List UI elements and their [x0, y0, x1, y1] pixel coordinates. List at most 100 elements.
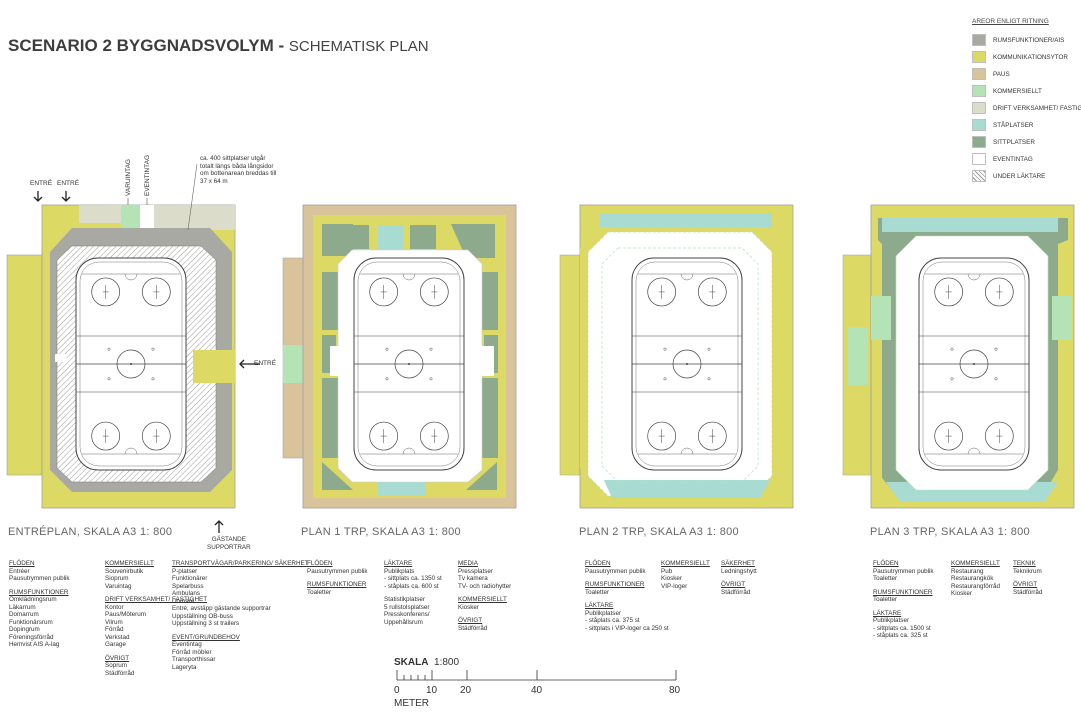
seat-note-line: totalt längs båda långsidor: [200, 162, 274, 170]
notes-line: - ståplats ca. 325 st: [873, 632, 928, 639]
scale-tick-80: 80: [669, 685, 681, 696]
notes-heading: MEDIA: [458, 560, 478, 567]
notes-heading: ÖVRIGT: [721, 581, 746, 588]
notes-line: - sittplats ca. 1500 st: [873, 624, 931, 632]
page-title: SCENARIO 2 BYGGNADSVOLYM - SCHEMATISK PL…: [8, 36, 429, 55]
notes-heading: RUMSFUNKTIONER: [585, 581, 645, 588]
notes-line: Sioprum: [105, 575, 129, 582]
notes-line: Förråd: [105, 626, 124, 633]
notes-heading: DRIFT VERKSAMHET/ FASTIGHET: [105, 596, 208, 603]
legend-label: KOMMUNIKATIONSYTOR: [993, 53, 1068, 61]
scale-bar: [396, 670, 677, 681]
legend-swatch: [972, 119, 986, 131]
notes-heading: KOMMERSIELLT: [951, 560, 1000, 567]
ice-rink: [75, 257, 187, 471]
notes-line: Restaurang: [951, 567, 984, 575]
scale-title: SKALA 1:800: [394, 657, 460, 668]
notes-heading: FLÖDEN: [307, 560, 333, 567]
ice-rinks: [75, 257, 1030, 471]
notes-heading: ÖVRIGT: [1013, 581, 1038, 588]
eventintag-label: EVENTINTAG: [144, 154, 151, 196]
notes-line: TV- och radiohytter: [458, 582, 512, 590]
scale-unit: METER: [394, 698, 429, 709]
legend-label: PAUS: [993, 70, 1010, 78]
notes-line: P-platser: [172, 567, 198, 575]
notes-heading: SÄKERHET: [721, 560, 755, 567]
notes-heading: KOMMERSIELLT: [105, 560, 154, 567]
notes-line: Transporthissar: [172, 656, 216, 663]
notes-line: - sittplats ca. 1350 st: [384, 575, 442, 582]
legend-swatch: [972, 34, 986, 46]
notes-line: Städförråd: [458, 624, 488, 632]
notes-line: Vilrum: [105, 618, 123, 626]
legend-swatch: [972, 170, 986, 182]
notes-heading: ÖVRIGT: [458, 617, 483, 624]
notes-line: Uppehållsrum: [384, 618, 423, 626]
notes-line: Ambulans: [172, 590, 201, 597]
legend-item: EVENTINTAG: [972, 152, 1033, 166]
notes-line: VIP-loger: [661, 582, 688, 590]
legend-title: AREOR ENLIGT RITNING: [972, 18, 1049, 25]
notes-line: Omklädningsrum: [9, 596, 57, 603]
notes-line: Varuintag: [105, 582, 132, 590]
notes-line: Kontor: [105, 603, 124, 611]
gastande-line: SUPPORTRAR: [207, 543, 251, 551]
notes-line: Eventintag: [172, 641, 202, 648]
varuintag-label: VARUINTAG: [125, 159, 132, 196]
legend-item: RUMSFUNKTIONER/AIS: [972, 33, 1064, 47]
legend-item: SITTPLATSER: [972, 135, 1035, 149]
notes-line: - ståplats ca. 375 st: [585, 617, 640, 624]
notes-line: - sittplats i VIP-loger ca 250 st: [585, 624, 669, 632]
legend-item: KOMMUNIKATIONSYTOR: [972, 50, 1068, 64]
notes-line: Ledningshytt: [721, 567, 757, 575]
ice-rink: [631, 257, 743, 471]
legend-item: PAUS: [972, 67, 1010, 81]
notes-line: Föreningsförråd: [9, 633, 54, 641]
entre-label-2: ENTRÉ: [57, 180, 80, 187]
legend-swatch: [972, 102, 986, 114]
notes-heading: TRANSPORTVÄGAR/PARKERING/ SÄKERHET: [172, 560, 309, 567]
notes-line: Publikplatser: [585, 609, 622, 617]
notes-heading: FLÖDEN: [9, 560, 35, 567]
caption-plan-3: PLAN 3 TRP, SKALA A3 1: 800: [870, 526, 1030, 538]
notes-line: Presskonferens/: [384, 611, 430, 618]
legend-label: SITTPLATSER: [993, 138, 1035, 146]
notes-heading: LÄKTARE: [873, 609, 902, 617]
gastande-line: GÄSTANDE: [211, 536, 246, 543]
notes-line: Spelarbuss: [172, 582, 204, 590]
caption-entreplan: ENTRÉPLAN, SKALA A3 1: 800: [8, 526, 173, 538]
notes-heading: RUMSFUNKTIONER: [307, 581, 367, 588]
notes-line: Städförråd: [721, 588, 751, 596]
notes-line: Entréer: [9, 567, 30, 575]
notes-line: Pausutrymmen publik: [873, 567, 934, 575]
legend-item: DRIFT VERKSAMHET/ FASTIGHET: [972, 101, 1081, 115]
notes-heading: KOMMERSIELLT: [458, 596, 507, 603]
notes-line: Läkarrum: [9, 603, 36, 611]
legend-swatch: [972, 153, 986, 165]
seat-note-line: 37 x 64 m: [200, 177, 228, 185]
notes-line: Städförråd: [105, 669, 135, 677]
notes-heading: EVENT/GRUNDBEHOV: [172, 633, 240, 641]
legend-label: RUMSFUNKTIONER/AIS: [993, 36, 1065, 44]
notes-line: - ståplats ca. 600 st: [384, 582, 439, 590]
annotation-arrows: [33, 191, 260, 533]
notes-line: 5 rullstolsplatser: [384, 603, 430, 611]
notes-heading: FLÖDEN: [873, 560, 899, 567]
notes-line: Dopingrum: [9, 626, 40, 633]
notes-heading: LÄKTARE: [384, 560, 413, 567]
notes-line: Pressplatser: [458, 567, 493, 575]
entre-label-1: ENTRÉ: [30, 180, 53, 187]
notes-line: Souvenirbutik: [105, 567, 144, 575]
legend-swatch: [972, 85, 986, 97]
notes-line: Pausutrymmen publik: [307, 567, 368, 575]
